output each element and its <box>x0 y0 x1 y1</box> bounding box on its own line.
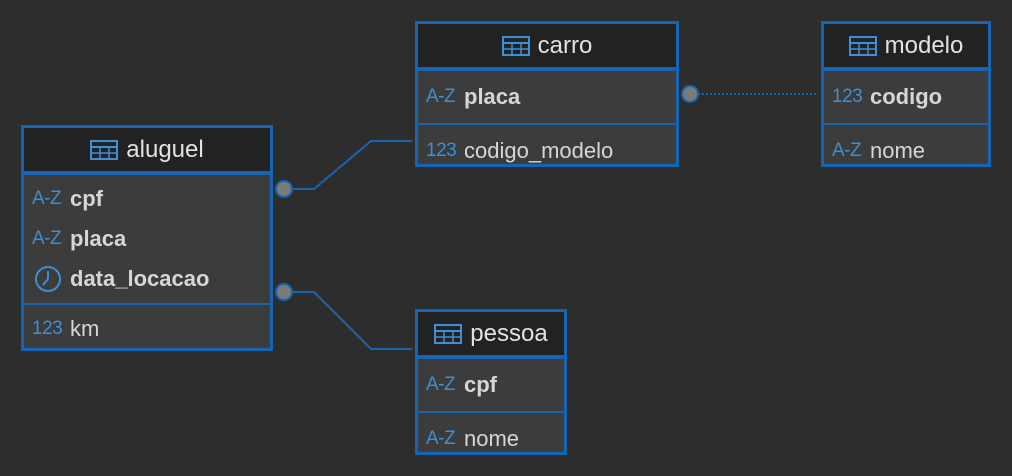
type-label: 123 <box>32 318 63 339</box>
entity-pessoa[interactable]: pessoa A-Z cpf A-Z nome <box>415 309 567 455</box>
connector-dot[interactable] <box>681 85 699 103</box>
key-columns: A-Z cpf A-Z placa data_locacao <box>24 173 270 303</box>
type-label: 123 <box>832 86 863 107</box>
clock-icon <box>35 266 61 292</box>
column-name: km <box>70 316 100 341</box>
entity-header[interactable]: carro <box>418 24 676 69</box>
type-label: 123 <box>426 140 457 161</box>
entity-header[interactable]: aluguel <box>24 128 270 173</box>
type-label: A-Z <box>32 188 62 209</box>
column-row[interactable]: A-Z cpf <box>418 363 564 407</box>
entity-header[interactable]: modelo <box>824 24 988 69</box>
column-name: cpf <box>464 372 497 397</box>
column-name: codigo_modelo <box>464 138 614 163</box>
table-icon <box>501 35 530 56</box>
type-label: A-Z <box>32 228 62 249</box>
entity-title: modelo <box>884 31 964 59</box>
column-row[interactable]: 123 km <box>24 309 270 349</box>
connector-dot[interactable] <box>275 283 293 301</box>
type-label: A-Z <box>426 428 456 449</box>
type-label: A-Z <box>426 86 456 107</box>
column-row[interactable]: data_locacao <box>24 259 270 299</box>
column-name: codigo <box>870 84 943 109</box>
attribute-columns: 123 km <box>24 303 270 353</box>
entity-title: aluguel <box>126 135 204 163</box>
column-row[interactable]: A-Z nome <box>824 129 988 173</box>
relationship-line-aluguel-carro[interactable] <box>284 140 412 190</box>
column-name: nome <box>464 426 520 451</box>
table-icon <box>90 139 119 160</box>
key-columns: 123 codigo <box>824 69 988 123</box>
column-name: placa <box>70 226 127 251</box>
attribute-columns: 123 codigo_modelo <box>418 123 676 177</box>
table-icon <box>434 323 463 344</box>
column-row[interactable]: A-Z placa <box>24 219 270 259</box>
attribute-columns: A-Z nome <box>418 411 564 465</box>
entity-carro[interactable]: carro A-Z placa 123 codigo_modelo <box>415 21 679 167</box>
key-columns: A-Z placa <box>418 69 676 123</box>
type-label: A-Z <box>832 140 862 161</box>
key-columns: A-Z cpf <box>418 357 564 411</box>
attribute-columns: A-Z nome <box>824 123 988 177</box>
entity-title: carro <box>537 31 593 59</box>
column-name: cpf <box>70 186 103 211</box>
entity-aluguel[interactable]: aluguel A-Z cpf A-Z placa data_locacao 1… <box>21 125 273 351</box>
column-row[interactable]: 123 codigo <box>824 75 988 119</box>
column-row[interactable]: A-Z placa <box>418 75 676 119</box>
column-name: placa <box>464 84 521 109</box>
column-row[interactable]: 123 codigo_modelo <box>418 129 676 173</box>
entity-title: pessoa <box>470 319 548 347</box>
relationship-line-aluguel-pessoa[interactable] <box>284 291 412 350</box>
column-row[interactable]: A-Z nome <box>418 417 564 461</box>
table-icon <box>848 35 877 56</box>
type-label: A-Z <box>426 374 456 395</box>
column-row[interactable]: A-Z cpf <box>24 179 270 219</box>
entity-header[interactable]: pessoa <box>418 312 564 357</box>
connector-dot[interactable] <box>275 180 293 198</box>
column-name: data_locacao <box>70 266 210 291</box>
entity-modelo[interactable]: modelo 123 codigo A-Z nome <box>821 21 991 167</box>
column-name: nome <box>870 138 926 163</box>
